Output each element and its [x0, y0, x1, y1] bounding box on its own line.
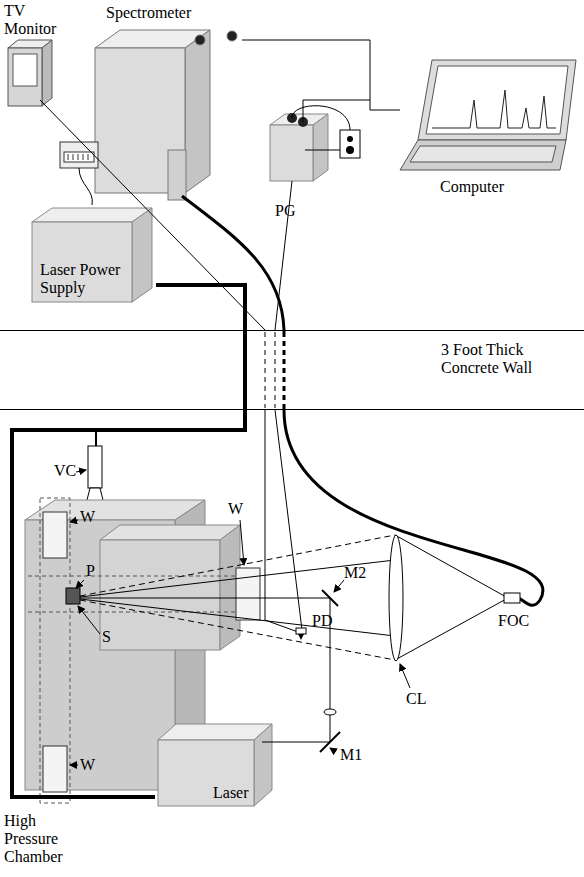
cable-connector — [12, 285, 245, 797]
node-label: 3 Foot Thick Concrete Wall — [441, 341, 566, 377]
power-meter — [60, 142, 98, 205]
callout-label: P — [86, 562, 95, 580]
callout-label: W — [228, 500, 243, 518]
equipment-node: TV Monitor — [2, 2, 66, 110]
node-label: PG — [275, 202, 295, 220]
node-label: Laser — [213, 784, 249, 802]
callout-label: W — [80, 756, 95, 774]
sample — [66, 588, 80, 604]
callout-label: FOC — [498, 612, 529, 630]
equipment-node: High Pressure Chamber — [2, 810, 122, 874]
equipment-node: Laser Power Supply — [28, 205, 156, 305]
leader-arrows — [70, 470, 410, 765]
cable-connector — [242, 40, 400, 110]
callout-label: S — [102, 628, 111, 646]
equipment-node: PG — [262, 100, 332, 222]
tv-monitor — [8, 40, 52, 106]
laptop-computer — [400, 60, 576, 170]
callout-label: CL — [406, 690, 426, 708]
node-label: High Pressure Chamber — [4, 812, 82, 866]
mirror-m2 — [322, 590, 338, 606]
equipment-node: Spectrometer — [92, 2, 242, 202]
node-label: TV Monitor — [4, 2, 62, 38]
callout-label: M2 — [344, 564, 366, 582]
callout-label: VC — [54, 462, 76, 480]
equipment-node: Computer — [400, 50, 580, 200]
pulse-generator-box — [270, 113, 328, 181]
spectrometer-box — [95, 30, 237, 200]
callout-label: M1 — [340, 746, 362, 764]
fiber-coupler — [504, 593, 520, 603]
node-label: Computer — [440, 178, 504, 196]
callout-label: PD — [312, 612, 332, 630]
power-outlet — [340, 130, 360, 158]
laser-power-supply-box — [32, 208, 152, 302]
video-camera — [86, 432, 104, 504]
focus-lens — [324, 709, 336, 715]
mirror-m1 — [320, 732, 340, 752]
node-label: Laser Power Supply — [40, 261, 144, 297]
collection-lens — [389, 535, 403, 661]
wall-gaps — [265, 332, 284, 408]
wall-pass-through — [265, 332, 284, 408]
laser-box — [158, 724, 272, 806]
beam-paths — [80, 535, 508, 742]
photodiode — [296, 628, 306, 640]
node-label: Spectrometer — [106, 4, 191, 22]
concrete-wall-band: 3 Foot Thick Concrete Wall — [0, 330, 584, 410]
callout-label: W — [80, 508, 95, 526]
equipment-node: Laser — [155, 722, 273, 808]
